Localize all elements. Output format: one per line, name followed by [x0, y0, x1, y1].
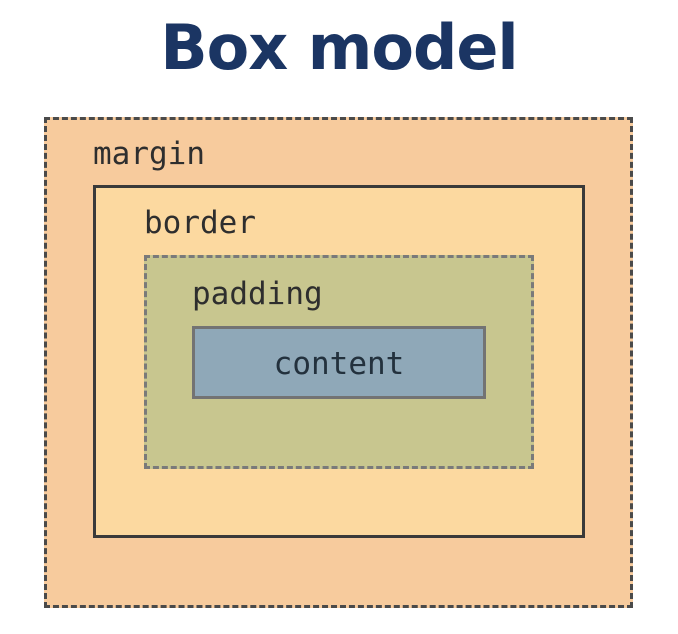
diagram-title: Box model: [160, 11, 518, 84]
padding-label: padding: [192, 276, 323, 312]
content-label: content: [273, 346, 405, 382]
border-label: border: [144, 205, 256, 241]
margin-label: margin: [93, 136, 205, 172]
content-box: [192, 326, 486, 399]
